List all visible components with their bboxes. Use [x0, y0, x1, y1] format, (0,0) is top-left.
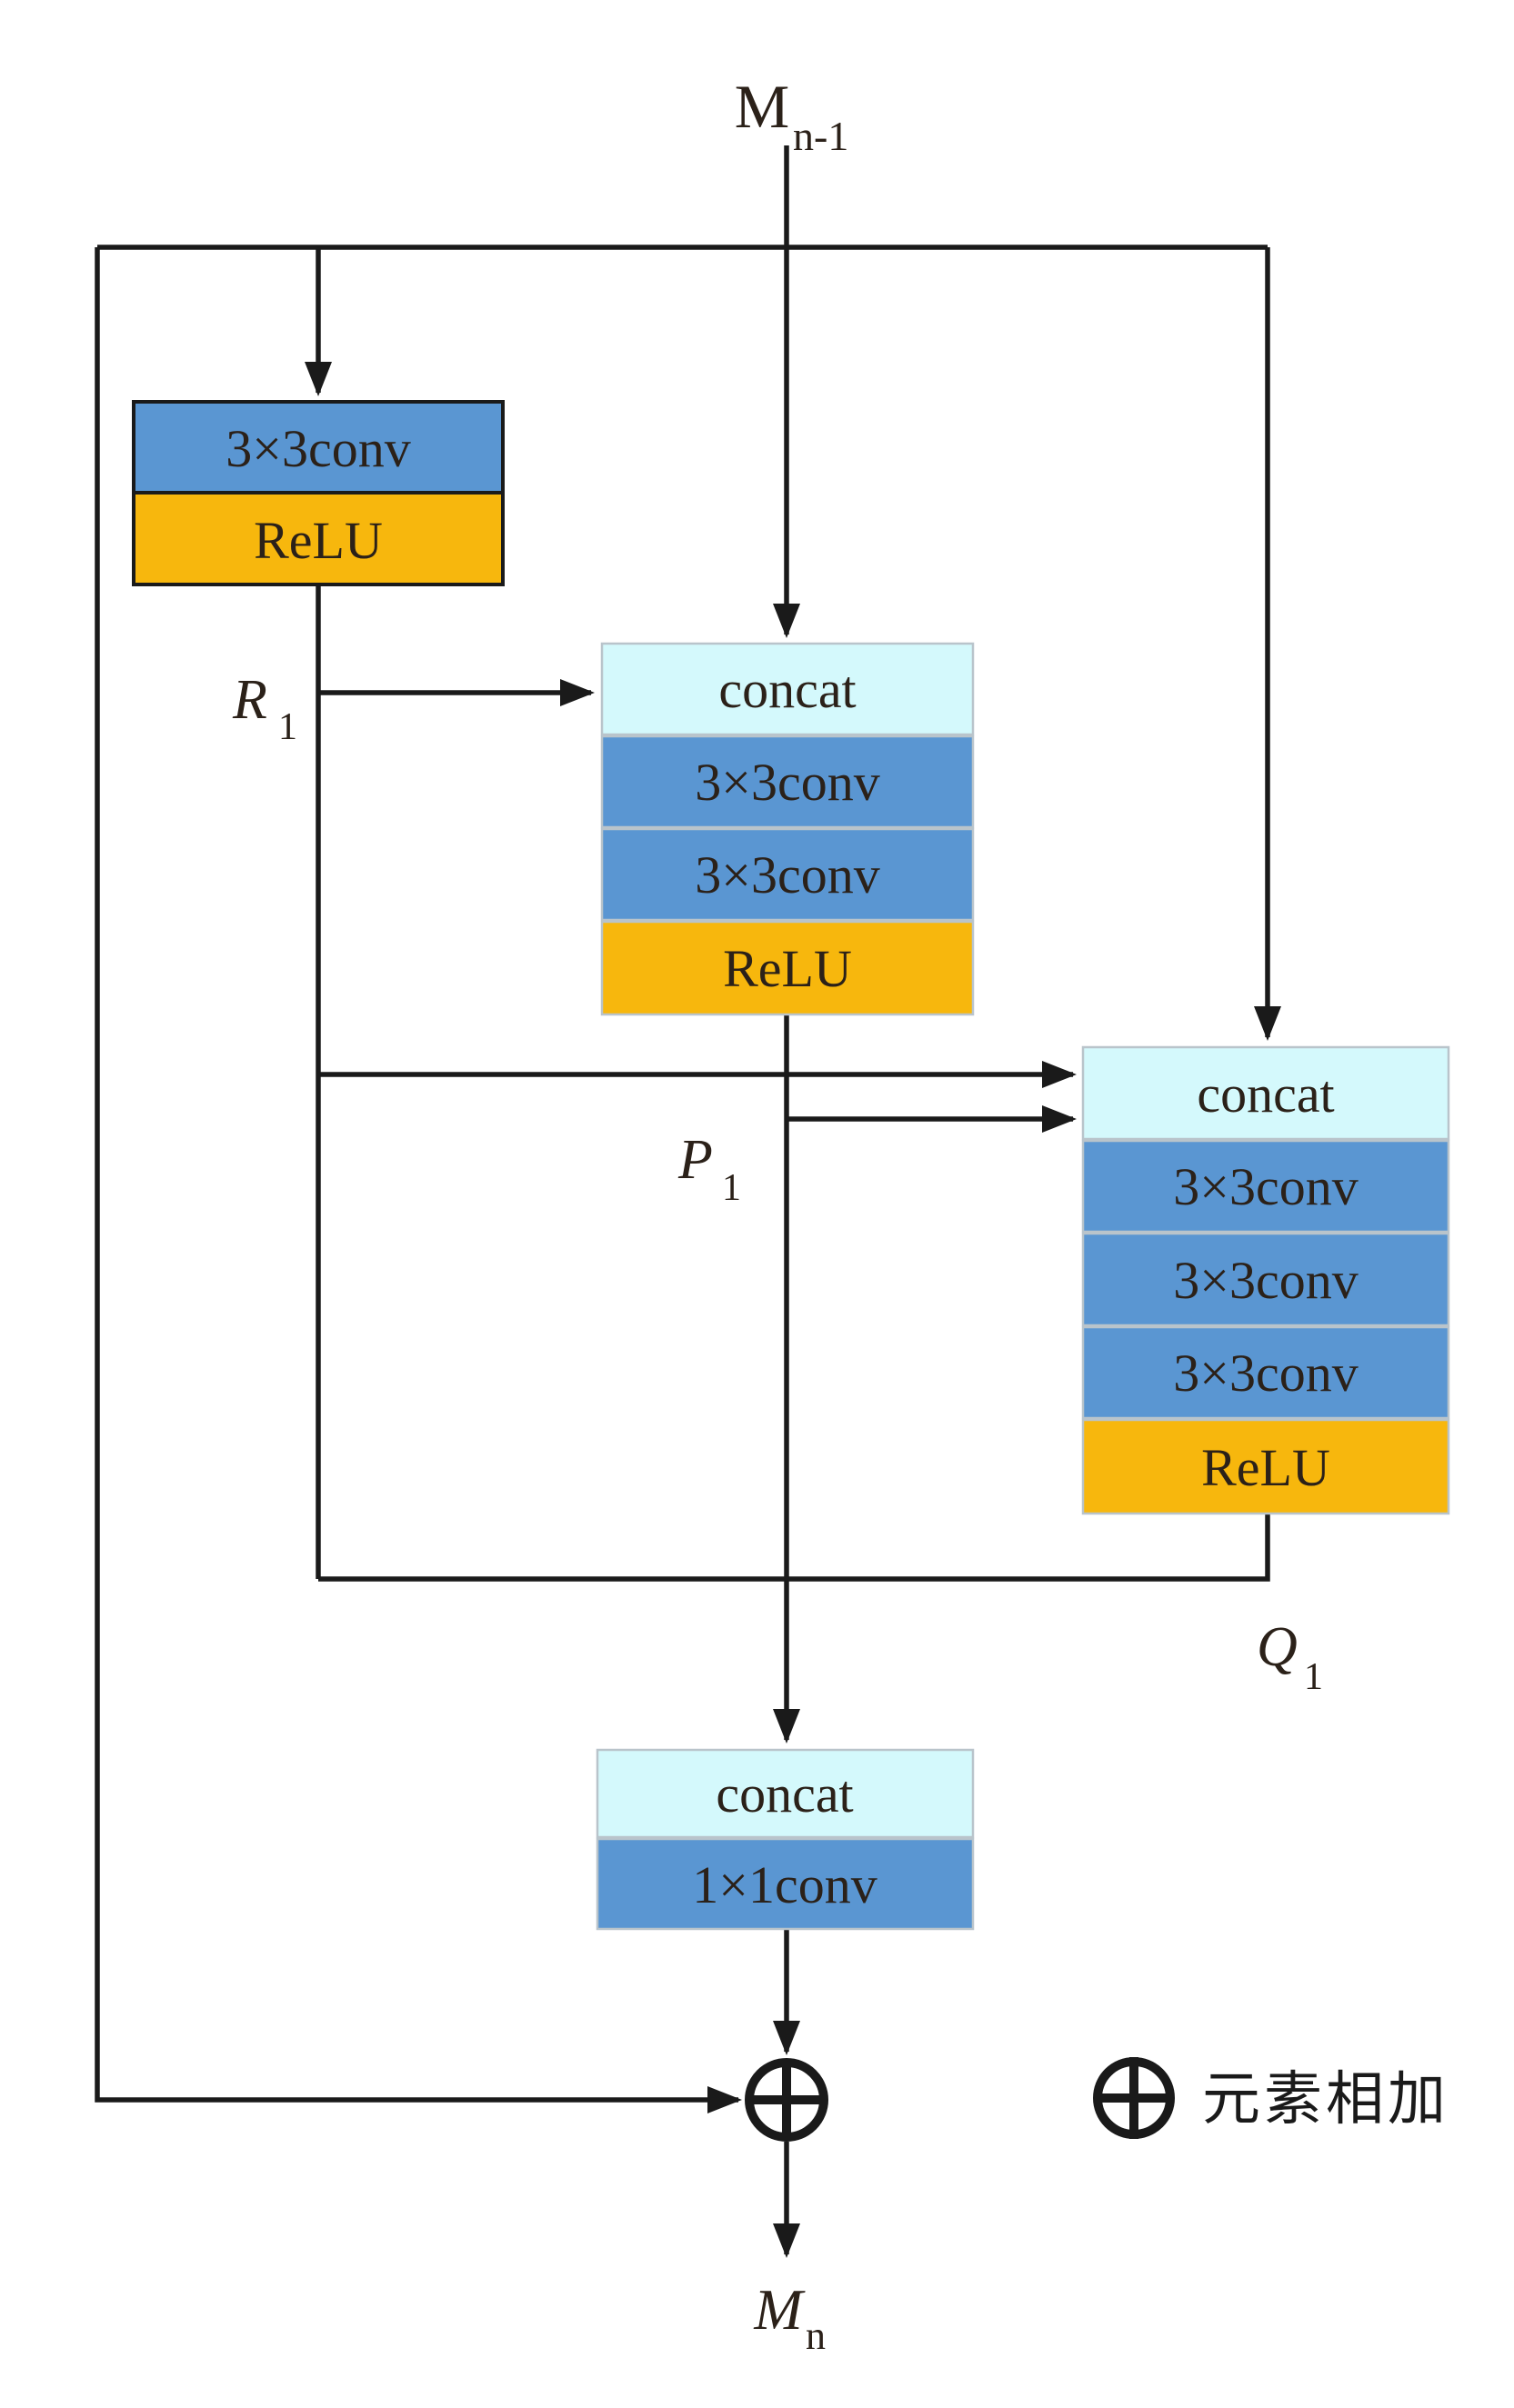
output-label: M n	[753, 2277, 826, 2358]
block-row-label: 3×3conv	[695, 845, 879, 904]
bottom-fusion-block: concat 1×1conv	[596, 1748, 975, 1931]
input-label: M n-1	[735, 72, 849, 159]
wire-left-skip-to-add	[95, 247, 742, 2113]
q1-label: Q 1	[1257, 1616, 1323, 1698]
block-row	[1081, 1139, 1450, 1234]
output-label-base: M	[753, 2277, 806, 2342]
r1-label: R 1	[232, 669, 297, 748]
block-row-label: 3×3conv	[1173, 1157, 1358, 1216]
elementwise-add-node	[745, 2058, 828, 2142]
p1-label: P 1	[677, 1129, 741, 1209]
block-row	[1081, 1045, 1450, 1141]
block-row-label: concat	[1197, 1064, 1334, 1124]
input-label-base: M	[735, 72, 789, 141]
block-row	[132, 491, 505, 586]
middle-conv-block: concat 3×3conv 3×3conv ReLU	[600, 642, 975, 1016]
block-row	[600, 920, 975, 1016]
wire-right-out-merge	[318, 1514, 1270, 1582]
block-row-label: 3×3conv	[1173, 1344, 1358, 1403]
block-row	[1081, 1418, 1450, 1515]
r1-base: R	[232, 669, 267, 731]
block-row	[132, 400, 505, 495]
q1-base: Q	[1257, 1616, 1298, 1678]
block-row-label: 1×1conv	[692, 1855, 877, 1914]
q1-subscript: 1	[1304, 1656, 1323, 1698]
left-conv-block: 3×3conv ReLU	[132, 400, 505, 586]
r1-subscript: 1	[278, 706, 297, 748]
block-row-label: ReLU	[254, 511, 383, 570]
input-label-subscript: n-1	[793, 113, 848, 159]
block-row-label: 3×3conv	[226, 419, 410, 478]
block-row-label: concat	[718, 660, 856, 719]
block-row	[600, 734, 975, 829]
block-row	[1081, 1232, 1450, 1327]
block-row	[600, 827, 975, 922]
block-row	[596, 1748, 975, 1839]
legend: 元素相加	[1093, 2057, 1449, 2139]
block-row-label: ReLU	[1201, 1438, 1330, 1497]
block-row-label: ReLU	[723, 939, 852, 998]
block-row	[600, 642, 975, 736]
block-row-label: concat	[716, 1764, 853, 1823]
right-conv-block: concat 3×3conv 3×3conv 3×3conv ReLU	[1081, 1045, 1450, 1515]
legend-label: 元素相加	[1202, 2066, 1449, 2132]
output-label-subscript: n	[806, 2313, 826, 2358]
block-row-label: 3×3conv	[695, 753, 879, 812]
block-row-label: 3×3conv	[1173, 1251, 1358, 1310]
p1-base: P	[677, 1129, 713, 1191]
p1-subscript: 1	[722, 1167, 741, 1209]
block-row	[596, 1837, 975, 1931]
block-row	[1081, 1325, 1450, 1420]
